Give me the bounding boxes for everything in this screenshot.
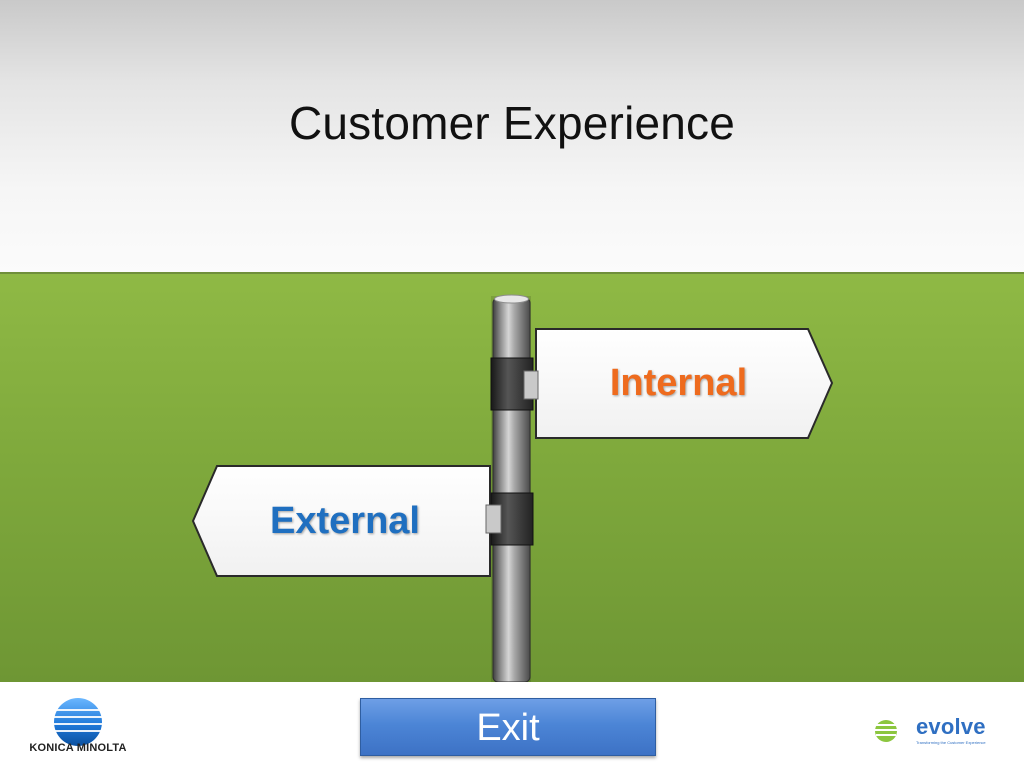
upper-clamp (490, 357, 539, 411)
external-sign-label[interactable]: External (270, 500, 420, 542)
exit-button[interactable]: Exit (360, 698, 656, 756)
konica-minolta-brand-text: KONICA MINOLTA (29, 742, 127, 754)
evolve-circle-icon (875, 720, 897, 742)
slide-header (0, 0, 1024, 272)
evolve-tagline: Transforming the Customer Experience (916, 740, 986, 745)
internal-sign-label[interactable]: Internal (609, 362, 748, 404)
external-sign-shape (191, 465, 491, 577)
konica-minolta-globe-icon (53, 698, 103, 746)
signpost-pole (492, 294, 531, 683)
lower-clamp (485, 492, 534, 546)
slide-title: Customer Experience (288, 97, 736, 149)
evolve-brand-text: evolve (916, 714, 986, 739)
internal-sign-shape (535, 328, 834, 439)
